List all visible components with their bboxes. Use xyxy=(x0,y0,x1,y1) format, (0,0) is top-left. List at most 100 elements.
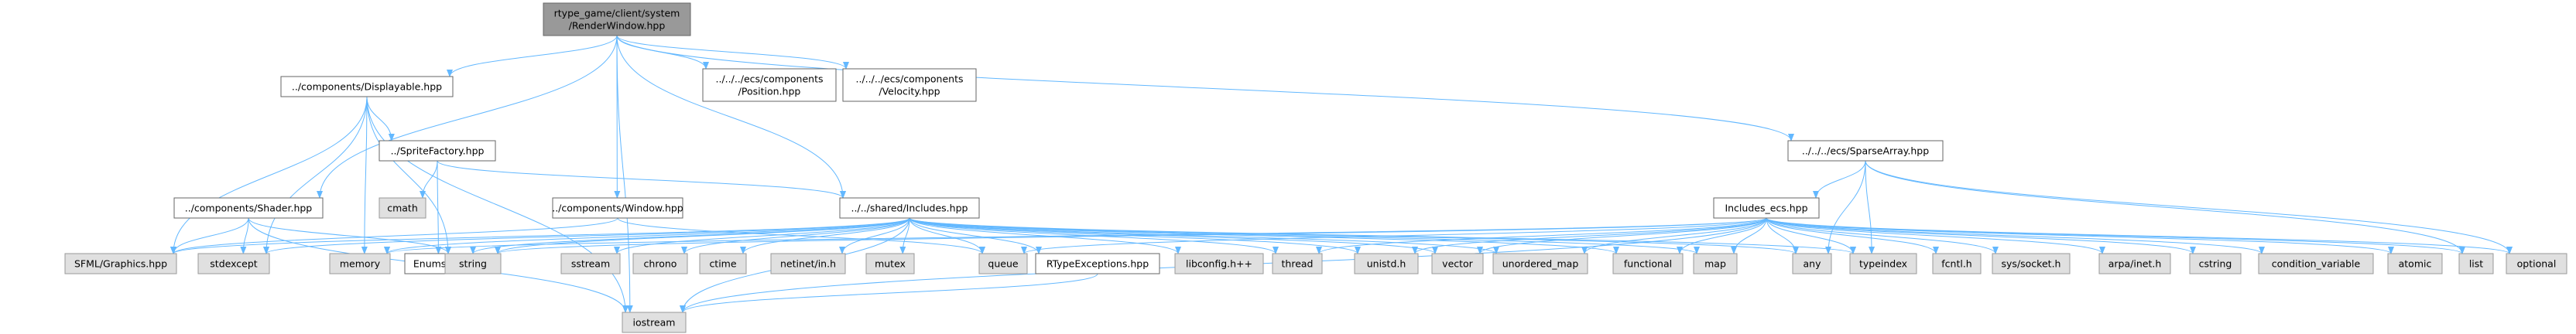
node-stdexcept: stdexcept xyxy=(197,253,270,274)
node-spritefactory[interactable]: ../SpriteFactory.hpp xyxy=(379,140,496,162)
node-unistd: unistd.h xyxy=(1354,253,1419,274)
nodes-layer: rtype_game/client/system/RenderWindow.hp… xyxy=(64,2,2567,333)
node-label-includes-0: ../../shared/Includes.hpp xyxy=(851,203,968,214)
node-box-libconfig xyxy=(1174,253,1264,274)
edge-includes_ecs-to-any xyxy=(1766,217,1799,254)
node-box-rtypeexceptions xyxy=(1035,253,1160,274)
node-box-includes_ecs xyxy=(1713,197,1820,219)
edge-includes_ecs-to-functional xyxy=(1677,217,1767,254)
edge-window-to-sfml xyxy=(170,217,618,254)
node-label-functional-0: functional xyxy=(1624,258,1672,270)
node-root[interactable]: rtype_game/client/system/RenderWindow.hp… xyxy=(543,2,691,36)
edge-includes_ecs-to-optional xyxy=(1766,217,2513,254)
edge-includes-to-netinet xyxy=(839,217,910,254)
edge-includes-to-string xyxy=(495,217,910,254)
edge-includes_ecs-to-cstring xyxy=(1766,217,2196,254)
node-box-unistd xyxy=(1354,253,1419,274)
node-box-mutex xyxy=(865,253,915,274)
node-box-velocity xyxy=(842,68,977,102)
node-label-vector-0: vector xyxy=(1442,258,1474,270)
node-box-stdexcept xyxy=(197,253,270,274)
node-memory: memory xyxy=(329,253,391,274)
node-box-sstream xyxy=(560,253,621,274)
node-position[interactable]: ../../../ecs/components/Position.hpp xyxy=(702,68,837,102)
node-label-queue-0: queue xyxy=(988,258,1018,270)
node-label-list-0: list xyxy=(2469,258,2483,270)
edge-includes-to-rtypeexceptions xyxy=(909,217,1042,254)
node-label-atomic-0: atomic xyxy=(2399,258,2432,270)
edge-includes_ecs-to-unistd xyxy=(1412,217,1767,254)
edge-includes-to-ctime xyxy=(740,217,910,254)
node-label-root-1: /RenderWindow.hpp xyxy=(569,20,666,32)
edge-sparsearray-to-optional xyxy=(1865,160,2513,254)
node-box-string xyxy=(444,253,502,274)
node-label-sparsearray-0: ../../../ecs/SparseArray.hpp xyxy=(1802,145,1929,157)
node-label-cmath-0: cmath xyxy=(387,203,418,214)
edge-includes_ecs-to-atomic xyxy=(1766,217,2394,254)
edge-root-to-shader xyxy=(317,35,618,199)
node-box-thread xyxy=(1272,253,1323,274)
node-displayable[interactable]: ../components/Displayable.hpp xyxy=(280,76,454,97)
node-functional: functional xyxy=(1612,253,1684,274)
node-box-unordered_map xyxy=(1492,253,1588,274)
edge-includes_ecs-to-map xyxy=(1731,217,1767,254)
node-includes[interactable]: ../../shared/Includes.hpp xyxy=(839,197,980,219)
node-label-displayable-0: ../components/Displayable.hpp xyxy=(292,81,442,93)
edge-sparsearray-to-list xyxy=(1865,160,2465,254)
edge-root-to-iostream xyxy=(616,35,633,313)
node-box-window xyxy=(552,197,683,219)
node-label-cstring-0: cstring xyxy=(2199,258,2232,270)
node-box-optional xyxy=(2506,253,2567,274)
node-label-unordered_map-0: unordered_map xyxy=(1502,258,1579,270)
node-shader[interactable]: ../components/Shader.hpp xyxy=(173,197,324,219)
edge-shader-to-string xyxy=(248,217,451,254)
node-label-sfml-0: SFML/Graphics.hpp xyxy=(74,258,167,270)
node-sparsearray[interactable]: ../../../ecs/SparseArray.hpp xyxy=(1787,140,1944,162)
node-optional: optional xyxy=(2506,253,2567,274)
node-box-netinet xyxy=(770,253,846,274)
edge-includes_ecs-to-string xyxy=(495,217,1767,254)
node-label-syssocket-0: sys/socket.h xyxy=(2002,258,2061,270)
edge-includes_ecs-to-typeindex xyxy=(1766,217,1856,254)
node-list: list xyxy=(2458,253,2494,274)
node-window[interactable]: ../components/Window.hpp xyxy=(552,197,683,219)
node-box-position xyxy=(702,68,837,102)
node-label-fcntl-0: fcntl.h xyxy=(1941,258,1971,270)
node-unordered_map: unordered_map xyxy=(1492,253,1588,274)
edge-displayable-to-memory xyxy=(361,96,368,254)
node-box-any xyxy=(1792,253,1832,274)
edge-includes-to-vector xyxy=(909,217,1438,254)
node-box-chrono xyxy=(632,253,688,274)
node-includes_ecs[interactable]: Includes_ecs.hpp xyxy=(1713,197,1820,219)
edge-displayable-to-stdexcept xyxy=(263,96,368,254)
node-mutex: mutex xyxy=(865,253,915,274)
node-typeindex: typeindex xyxy=(1849,253,1917,274)
edge-spritefactory-to-includes xyxy=(437,160,846,199)
node-box-iostream xyxy=(622,312,687,333)
node-queue: queue xyxy=(978,253,1028,274)
node-rtypeexceptions[interactable]: RTypeExceptions.hpp xyxy=(1035,253,1160,274)
edge-displayable-to-spritefactory xyxy=(366,96,395,141)
node-label-chrono-0: chrono xyxy=(644,258,677,270)
node-box-queue xyxy=(978,253,1028,274)
node-chrono: chrono xyxy=(632,253,688,274)
node-ctime: ctime xyxy=(699,253,747,274)
node-box-condvar xyxy=(2258,253,2374,274)
node-label-position-1: /Position.hpp xyxy=(738,86,801,97)
edge-sparsearray-to-includes_ecs xyxy=(1813,160,1866,199)
edge-displayable-to-string xyxy=(366,96,451,254)
node-label-shader-0: ../components/Shader.hpp xyxy=(185,203,313,214)
node-label-window-0: ../components/Window.hpp xyxy=(552,203,683,214)
node-label-thread-0: thread xyxy=(1282,258,1314,270)
node-velocity[interactable]: ../../../ecs/components/Velocity.hpp xyxy=(842,68,977,102)
node-map: map xyxy=(1693,253,1738,274)
edge-spritefactory-to-cmath xyxy=(420,160,438,199)
edge-includes_ecs-to-queue xyxy=(1021,217,1767,254)
node-label-ctime-0: ctime xyxy=(709,258,736,270)
node-vector: vector xyxy=(1431,253,1484,274)
node-label-memory-0: memory xyxy=(340,258,381,270)
edge-includes-to-stdexcept xyxy=(263,217,910,254)
edge-includes_ecs-to-fcntl xyxy=(1766,217,1939,254)
node-label-root-0: rtype_game/client/system xyxy=(554,8,680,19)
node-label-libconfig-0: libconfig.h++ xyxy=(1186,258,1252,270)
